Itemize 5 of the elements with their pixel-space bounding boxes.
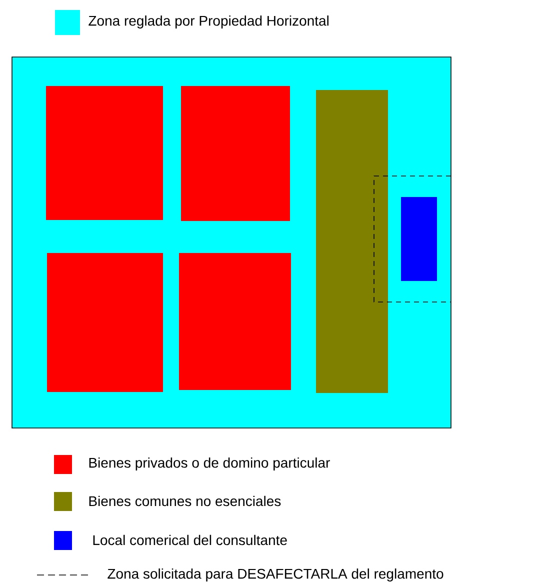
legend-label: Zona reglada por Propiedad Horizontal xyxy=(88,15,328,29)
legend-label: Zona solicitada para DESAFECTARLA del reglamento xyxy=(108,568,444,582)
legend-label: Bienes comunes no esenciales xyxy=(89,496,281,506)
legend-label: Bienes privados o de domino particular xyxy=(89,457,330,471)
legend-label: Local comerical del consultante xyxy=(93,534,287,546)
